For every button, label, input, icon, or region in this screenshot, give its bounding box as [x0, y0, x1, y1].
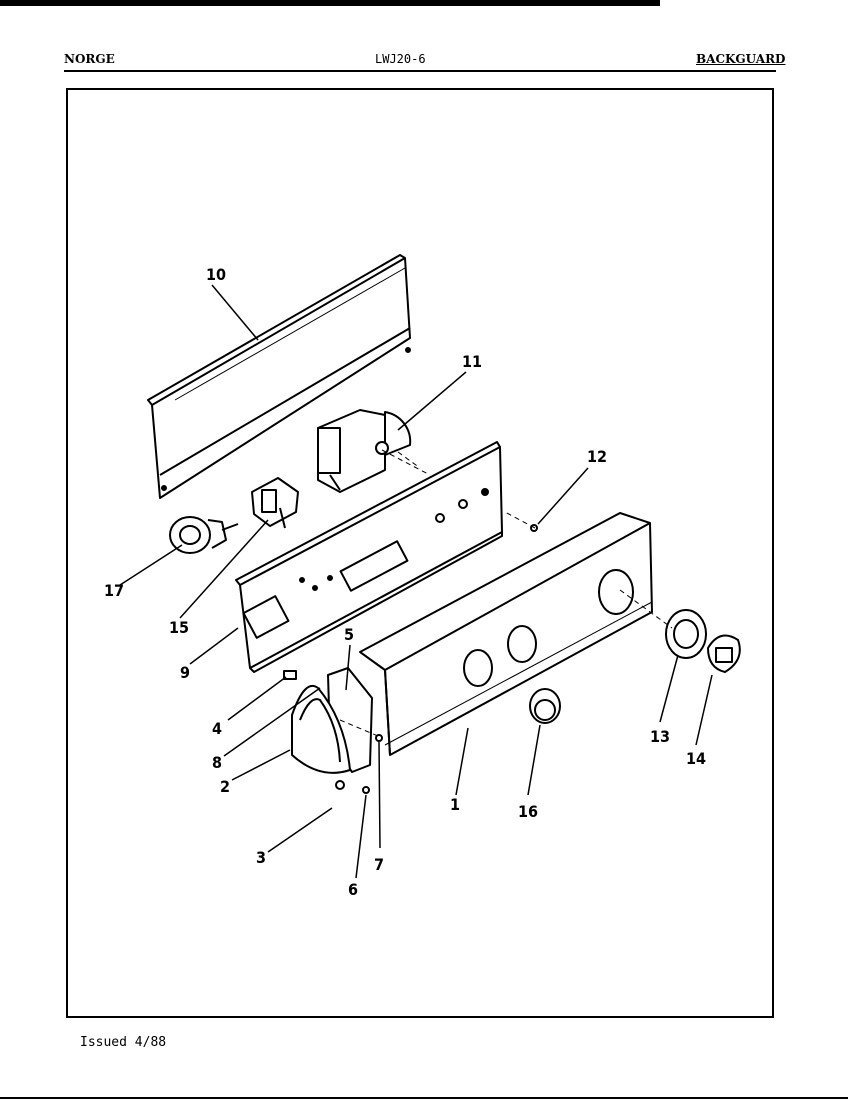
- bottom-rule: [0, 1097, 848, 1099]
- brand-label: NORGE: [64, 52, 115, 66]
- top-edge-bar: [0, 0, 660, 6]
- selector-switch: [251, 477, 299, 529]
- model-label: LWJ20-6: [375, 52, 426, 66]
- clip-part: [283, 670, 297, 680]
- callout-13: 13: [650, 727, 670, 746]
- callout-6: 6: [348, 880, 358, 899]
- callout-3: 3: [256, 848, 266, 867]
- issued-date: Issued 4/88: [80, 1035, 167, 1050]
- callout-10: 10: [206, 265, 226, 284]
- screw-7: [375, 734, 383, 742]
- callout-7: 7: [374, 855, 384, 874]
- callout-8: 8: [212, 753, 222, 772]
- control-panel: [235, 441, 503, 673]
- callout-5: 5: [344, 625, 354, 644]
- callout-14: 14: [686, 749, 706, 768]
- header-rule: [64, 70, 776, 72]
- callout-1: 1: [450, 795, 460, 814]
- diagram-frame: [66, 88, 774, 1018]
- callout-17: 17: [104, 581, 124, 600]
- timer-part: [317, 409, 412, 493]
- callout-16: 16: [518, 802, 538, 821]
- end-cap-assembly: [291, 667, 373, 790]
- knob-16: [529, 688, 561, 724]
- callout-9: 9: [180, 663, 190, 682]
- rear-cover-panel: [147, 254, 411, 499]
- dial-13: [665, 609, 707, 659]
- callout-4: 4: [212, 719, 222, 738]
- callout-12: 12: [587, 447, 607, 466]
- screw-6: [362, 786, 370, 794]
- knob-14: [707, 634, 741, 673]
- backguard-housing: [359, 512, 653, 756]
- callout-11: 11: [462, 352, 482, 371]
- water-level-switch: [169, 516, 239, 554]
- section-label: BACKGUARD: [696, 52, 786, 66]
- callout-15: 15: [169, 618, 189, 637]
- callout-2: 2: [220, 777, 230, 796]
